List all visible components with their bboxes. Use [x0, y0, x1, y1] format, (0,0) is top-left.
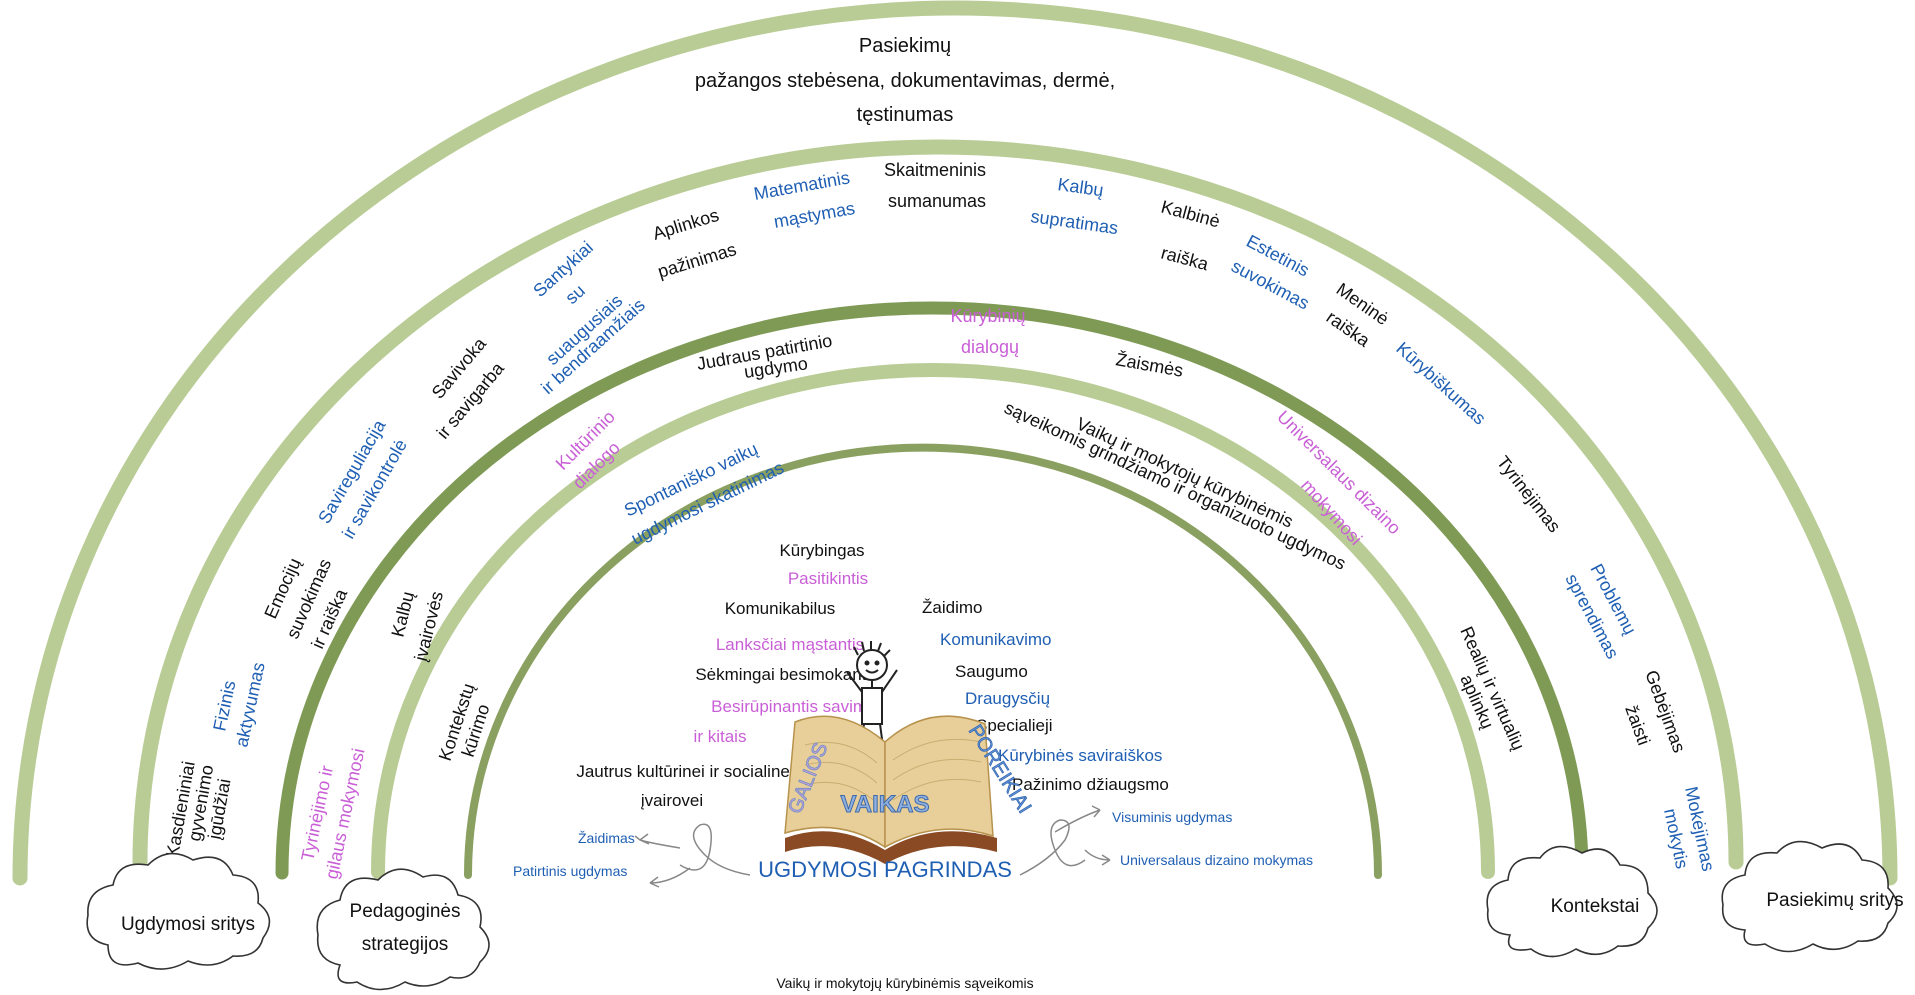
label-ped-dialogu: dialogų [961, 337, 1019, 357]
outer-title: Pasiekimų [859, 35, 951, 57]
cloud-ugdymosi-sritys: Ugdymosi sritys [86, 852, 271, 970]
footer-caption: Vaikų ir mokytojų kūrybinėmis sąveikomis [776, 975, 1033, 991]
label-zaidimas: Žaidimas [578, 830, 635, 846]
child-need-6: Pažinimo džiaugsmo [1012, 775, 1169, 794]
child-quality-6: ir kitais [694, 727, 747, 746]
label-matematinis: Matematinis [752, 167, 851, 204]
cloud-kontekstai-label: Kontekstai [1551, 896, 1640, 917]
label-pazinimas: pažinimas [655, 239, 738, 282]
child-qualities-list: KūrybingasPasitikintisKomunikabilusLanks… [576, 541, 878, 810]
label-skaitmeninis: Skaitmeninis [884, 160, 986, 180]
child-need-2: Saugumo [955, 662, 1028, 681]
child-quality-2: Komunikabilus [725, 599, 836, 618]
label-patirtinis: Patirtinis ugdymas [513, 863, 627, 879]
label-kurybiskumas: Kūrybiškumas [1392, 338, 1489, 429]
label-universalaus-mok: Universalaus dizaino mokymas [1120, 852, 1313, 868]
pedagogines-strategijos-arc [275, 301, 1589, 880]
outer-arc [12, 0, 1898, 886]
cloud-pedagogines-strategijos: Pedagoginės strategijos [316, 868, 490, 991]
cloud-pedagogines-l2: strategijos [362, 934, 449, 955]
label-visuminis: Visuminis ugdymas [1112, 809, 1232, 825]
label-vaikas: VAIKAS [841, 791, 930, 818]
child-quality-4: Sėkmingai besimokantis [695, 665, 878, 684]
outer-line2: pažangos stebėsena, dokumentavimas, derm… [695, 70, 1115, 92]
child-quality-3: Lanksčiai mąstantis [716, 635, 864, 654]
label-kalbu: Kalbų [1056, 174, 1104, 200]
label-ugdymosi-pagrindas: UGDYMOSI PAGRINDAS [758, 857, 1012, 882]
label-tyrinejimas: Tyrinėjimas [1493, 452, 1565, 536]
label-su: su [561, 280, 589, 308]
cloud-kontekstai: Kontekstai [1486, 845, 1658, 958]
label-supratimas: supratimas [1029, 206, 1119, 238]
label-ped-kurybiniu: Kūrybinių [950, 306, 1025, 326]
cloud-pasiekimu-sritys-label: Pasiekimų sritys [1766, 890, 1903, 911]
child-quality-8: įvairovei [641, 791, 703, 810]
child-need-5: Kūrybinės saviraiškos [998, 746, 1162, 765]
child-need-4: Specialieji [976, 716, 1053, 735]
kontekstai-arc [371, 363, 1495, 879]
inner-arc [464, 443, 1382, 879]
left-swirl-arrows-icon [634, 823, 751, 888]
label-mastymas: mąstymas [772, 198, 856, 232]
child-quality-5: Besirūpinantis savimi [711, 697, 871, 716]
label-kalbine: Kalbinė [1159, 197, 1222, 232]
right-swirl-arrows-icon [1019, 805, 1111, 876]
label-aktyvumas: aktyvumas [231, 661, 268, 749]
label-aplinkos: Aplinkos [650, 205, 721, 244]
child-quality-7: Jautrus kultūrinei ir socialinei [576, 762, 793, 781]
label-raiska: raiška [1159, 243, 1212, 275]
label-sumanumas: sumanumas [888, 191, 986, 211]
child-needs-list: ŽaidimoKomunikavimoSaugumoDraugysčiųSpec… [922, 598, 1169, 794]
ugdymosi-sritys-arc [132, 139, 1744, 870]
child-quality-1: Pasitikintis [788, 569, 868, 588]
child-need-3: Draugysčių [965, 689, 1050, 708]
child-need-1: Komunikavimo [940, 630, 1052, 649]
child-quality-0: Kūrybingas [779, 541, 864, 560]
outer-line3: tęstinumas [857, 104, 954, 126]
open-book-icon [784, 715, 997, 864]
label-zaisti: žaisti [1621, 703, 1654, 748]
cloud-pasiekimu-sritys: Pasiekimų sritys [1721, 840, 1904, 953]
cloud-pedagogines-l1: Pedagoginės [350, 901, 461, 922]
cloud-ugdymosi-sritys-label: Ugdymosi sritys [121, 914, 255, 935]
label-ped-kalbu: Kalbų [387, 589, 418, 639]
child-need-0: Žaidimo [922, 598, 982, 617]
